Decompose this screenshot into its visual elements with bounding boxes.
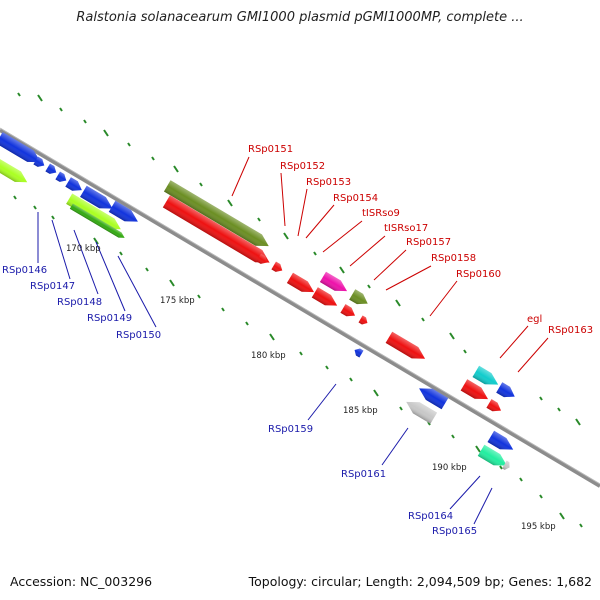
feature-rsp0146b xyxy=(0,156,28,183)
feature-rsp0152 xyxy=(256,253,268,264)
kbp-label: 175 kbp xyxy=(160,296,195,306)
leader-line xyxy=(349,235,386,267)
gene-features xyxy=(0,132,515,470)
leader-line xyxy=(322,220,363,253)
inner-tick-row xyxy=(13,195,583,528)
feature-rsp0159 xyxy=(354,348,364,358)
gene-label: RSp0160 xyxy=(456,269,501,280)
gene-label: RSp0161 xyxy=(341,469,386,480)
leader-line xyxy=(117,255,157,328)
backbone xyxy=(0,127,600,488)
feature-rsp0146 xyxy=(0,132,41,163)
gene-label: RSp0146 xyxy=(2,265,47,276)
gene-label: RSp0153 xyxy=(306,177,351,188)
feature-tisrso17 xyxy=(349,289,368,305)
leader-line xyxy=(517,337,549,373)
gene-label: RSp0150 xyxy=(116,330,161,341)
gene-label: egl xyxy=(527,314,542,325)
gene-label: RSp0158 xyxy=(431,253,476,264)
gene-label: RSp0164 xyxy=(408,511,453,522)
accession-text: Accession: NC_003296 xyxy=(10,574,153,589)
feature-rsp0153 xyxy=(271,261,283,272)
feature-rsp0149c xyxy=(69,203,125,238)
leader-line xyxy=(385,265,432,291)
gene-label: RSp0152 xyxy=(280,161,325,172)
leader-line xyxy=(307,383,337,421)
leader-line xyxy=(381,427,409,466)
feature-rsp0150 xyxy=(108,200,138,222)
kbp-label: 180 kbp xyxy=(251,351,286,361)
feature-egl xyxy=(472,365,499,385)
feature-rsp0161 xyxy=(419,388,449,410)
kbp-label: 170 kbp xyxy=(66,244,101,254)
gene-label: tISRso17 xyxy=(384,223,428,234)
feature-rsp0149 xyxy=(80,185,113,209)
leader-line xyxy=(280,172,286,227)
leader-line xyxy=(231,156,250,197)
gene-label: RSp0163 xyxy=(548,325,593,336)
leader-line xyxy=(95,241,126,312)
kbp-label: 195 kbp xyxy=(521,522,556,532)
leader-line xyxy=(51,219,71,280)
feature-rsp0147b xyxy=(45,163,57,174)
leader-lines xyxy=(37,156,549,525)
feature-rsp0161b xyxy=(406,401,438,424)
gene-label: tISRso9 xyxy=(362,208,400,219)
map-title: Ralstonia solanacearum GMI1000 plasmid p… xyxy=(76,10,524,25)
leader-line xyxy=(305,204,335,239)
feature-rsp0151 xyxy=(162,195,270,263)
gene-labels: RSp0146RSp0147RSp0148RSp0149RSp0150RSp01… xyxy=(2,144,593,537)
gene-label: RSp0159 xyxy=(268,424,313,435)
kbp-label: 185 kbp xyxy=(343,406,378,416)
feature-rsp0163 xyxy=(486,399,502,412)
feature-rsp0165 xyxy=(477,444,507,466)
feature-rsp0158 xyxy=(358,315,368,325)
feature-rsp0164 xyxy=(487,430,514,450)
leader-line xyxy=(297,188,308,237)
leader-line xyxy=(73,229,99,295)
feature-tisrso17a xyxy=(319,271,348,292)
kbp-labels: 170 kbp 175 kbp 180 kbp 185 kbp 190 kbp 195 k… xyxy=(66,244,556,532)
outer-tick-row xyxy=(17,92,581,426)
gene-label: RSp0149 xyxy=(87,313,132,324)
gene-label: RSp0154 xyxy=(333,193,378,204)
leader-line xyxy=(499,325,529,359)
feature-rsp0163b xyxy=(496,382,515,398)
feature-egl-b xyxy=(460,379,489,400)
feature-rsp0148 xyxy=(55,171,67,182)
feature-rsp0165b xyxy=(502,460,510,470)
leader-line xyxy=(373,249,407,281)
feature-rsp0160 xyxy=(385,331,426,359)
gene-label: RSp0148 xyxy=(57,297,102,308)
feature-rsp0154 xyxy=(286,272,315,293)
genome-summary-text: Topology: circular; Length: 2,094,509 bp… xyxy=(248,574,592,589)
feature-rsp0151a xyxy=(163,180,269,247)
gene-label: RSp0151 xyxy=(248,144,293,155)
feature-rsp0149b xyxy=(66,193,121,230)
feature-rsp0148b xyxy=(65,177,82,191)
gene-label: RSp0165 xyxy=(432,526,477,537)
gene-label: RSp0147 xyxy=(30,281,75,292)
feature-rsp0147 xyxy=(33,156,45,167)
feature-rsp0157 xyxy=(340,304,356,317)
leader-line xyxy=(473,487,493,525)
gene-label: RSp0157 xyxy=(406,237,451,248)
kbp-label: 190 kbp xyxy=(432,463,467,473)
leader-line xyxy=(429,280,458,317)
feature-tisrso9 xyxy=(311,287,338,306)
leader-line xyxy=(449,475,481,510)
